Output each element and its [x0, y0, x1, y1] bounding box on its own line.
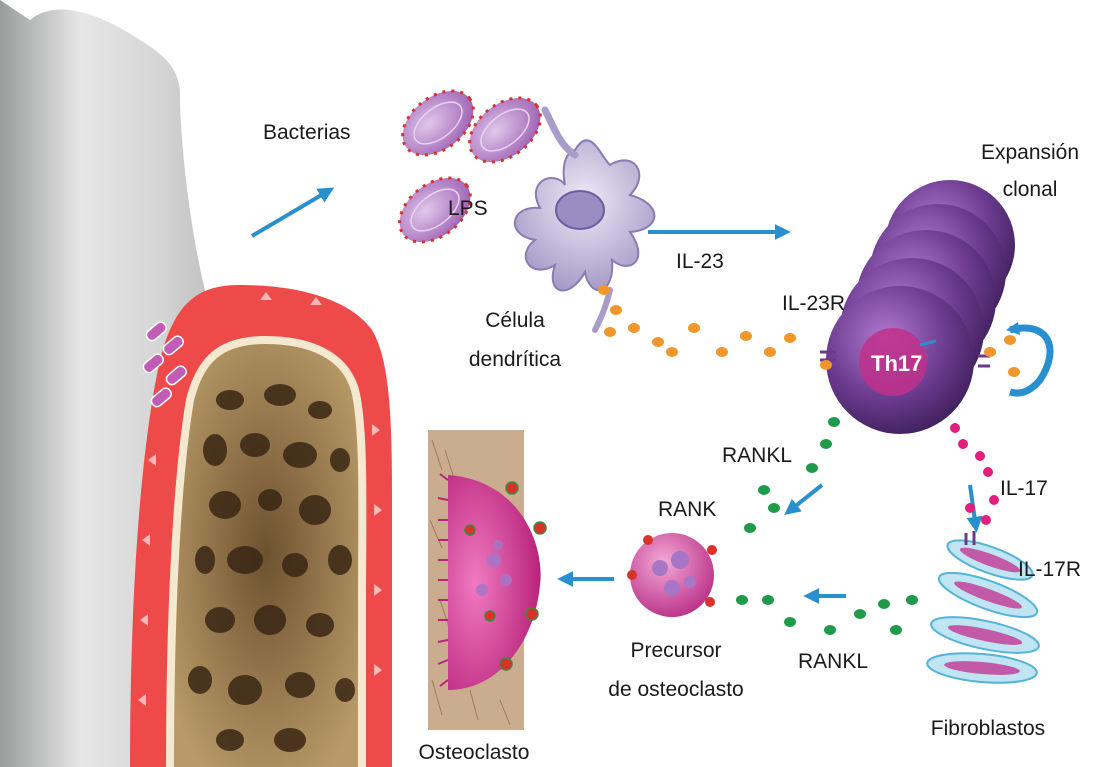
label-lps: LPS — [448, 197, 488, 220]
label-rank: RANK — [658, 498, 716, 521]
arrow-bacteria — [252, 190, 330, 236]
label-th17: Th17 — [871, 351, 922, 376]
label-bacterias: Bacterias — [263, 121, 351, 144]
label-osteoclasto: Osteoclasto — [419, 741, 530, 764]
osteoclast — [428, 430, 546, 730]
recirculate-arrow — [1010, 328, 1050, 393]
label-celula: Célula — [485, 309, 545, 332]
osteoclast-precursor — [627, 533, 717, 617]
tooth-illustration — [0, 0, 392, 767]
label-rankl-bottom: RANKL — [798, 650, 868, 673]
label-il23: IL-23 — [676, 250, 724, 273]
label-dendritica: dendrítica — [469, 348, 562, 371]
label-fibroblastos: Fibroblastos — [931, 717, 1045, 740]
fibroblasts — [926, 531, 1042, 687]
label-il23r: IL-23R — [782, 292, 845, 315]
label-expansion: Expansión — [981, 141, 1079, 164]
label-il17r: IL-17R — [1018, 558, 1081, 581]
dendritic-cell — [515, 110, 655, 330]
arrow-rankl-top — [788, 485, 822, 512]
label-precursor: Precursor — [630, 639, 721, 662]
label-rankl-top: RANKL — [722, 444, 792, 467]
label-de-osteoclasto: de osteoclasto — [608, 678, 743, 701]
il17-dots — [950, 423, 999, 525]
label-clonal: clonal — [1003, 178, 1058, 201]
label-il17: IL-17 — [1000, 477, 1048, 500]
th17-cells — [820, 180, 1015, 434]
